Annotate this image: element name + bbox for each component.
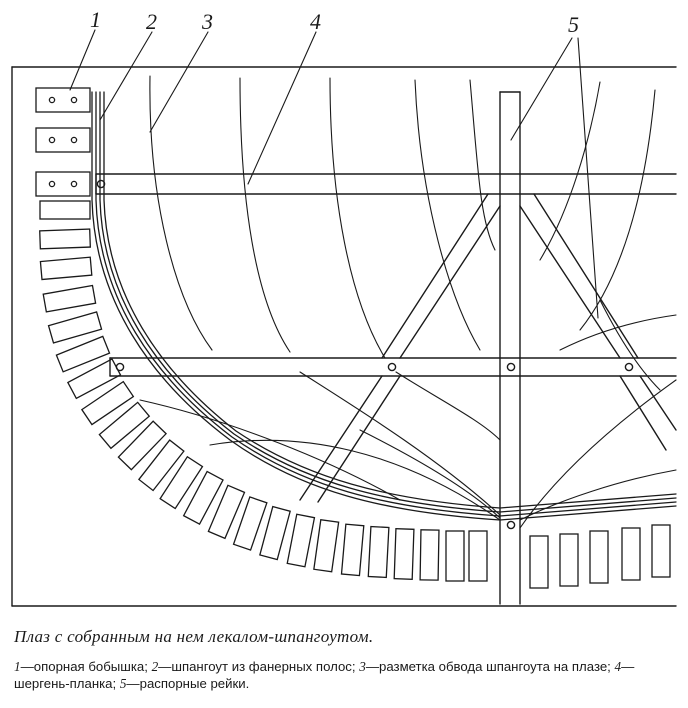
- support-block: [35, 87, 91, 113]
- support-block: [42, 284, 97, 313]
- vertical-spacer: [499, 91, 521, 605]
- support-block: [159, 455, 204, 510]
- support-block: [98, 401, 151, 450]
- support-block-hole: [70, 180, 78, 188]
- support-block: [39, 200, 91, 220]
- support-block: [445, 530, 465, 582]
- support-block: [259, 505, 291, 561]
- legend-num-4: 4: [614, 659, 622, 674]
- callout-4: 4: [310, 9, 321, 34]
- template-frame-drawing: 1 2 3 4 5: [11, 7, 677, 607]
- figure-caption-legend: 1—опорная бобышка; 2—шпангоут из фанерны…: [14, 658, 686, 692]
- frame-marking-lines: [139, 75, 677, 529]
- support-block: [207, 484, 246, 540]
- callout-3: 3: [201, 9, 213, 34]
- shergen-plank: [95, 173, 677, 195]
- legend-text-4: —шергень-планка;: [14, 659, 635, 691]
- support-block: [35, 127, 91, 153]
- legend-text-3: —разметка обвода шпангоута на плазе;: [365, 659, 615, 674]
- support-block: [367, 525, 390, 579]
- legend-text-5: —распорные рейки.: [126, 676, 250, 691]
- figure-caption-title: Плаз с собранным на нем лекалом-шпангоут…: [14, 627, 374, 646]
- support-block-hole: [70, 96, 78, 104]
- support-block: [39, 256, 93, 281]
- support-block: [286, 513, 316, 568]
- callout-2: 2: [146, 9, 157, 34]
- support-block: [651, 524, 671, 578]
- support-block: [39, 228, 91, 250]
- support-block: [529, 535, 549, 589]
- support-block: [313, 518, 340, 573]
- legend-num-1: 1: [14, 659, 21, 674]
- lower-plank: [109, 357, 677, 377]
- support-block-hole: [70, 136, 78, 144]
- callout-1: 1: [90, 7, 101, 32]
- legend-text-1: —опорная бобышка;: [20, 659, 152, 674]
- support-block-hole: [48, 136, 56, 144]
- legend-num-2: 2: [151, 659, 159, 674]
- support-block: [559, 533, 579, 587]
- support-block: [419, 529, 440, 581]
- legend-num-3: 3: [359, 659, 366, 674]
- callout-5: 5: [568, 12, 579, 37]
- support-block: [55, 335, 111, 373]
- support-block: [35, 171, 91, 197]
- support-block: [232, 496, 268, 551]
- support-block: [182, 470, 224, 526]
- support-block: [468, 530, 488, 582]
- callout-leaders: [69, 29, 599, 319]
- plaz-outline: [11, 66, 677, 607]
- support-block: [80, 380, 135, 426]
- support-block: [117, 420, 168, 471]
- diagonal-battens: [299, 193, 677, 503]
- support-blocks: [35, 87, 671, 589]
- support-block: [393, 528, 415, 580]
- support-block: [137, 439, 185, 492]
- support-block: [589, 530, 609, 584]
- support-block-hole: [48, 96, 56, 104]
- plywood-frame: [91, 91, 677, 521]
- support-block: [621, 527, 641, 581]
- support-block: [340, 523, 365, 577]
- legend-text-2: —шпангоут из фанерных полос;: [158, 659, 360, 674]
- support-block: [66, 358, 122, 400]
- legend-num-5: 5: [119, 676, 127, 691]
- support-block-hole: [48, 180, 56, 188]
- support-block: [47, 311, 103, 344]
